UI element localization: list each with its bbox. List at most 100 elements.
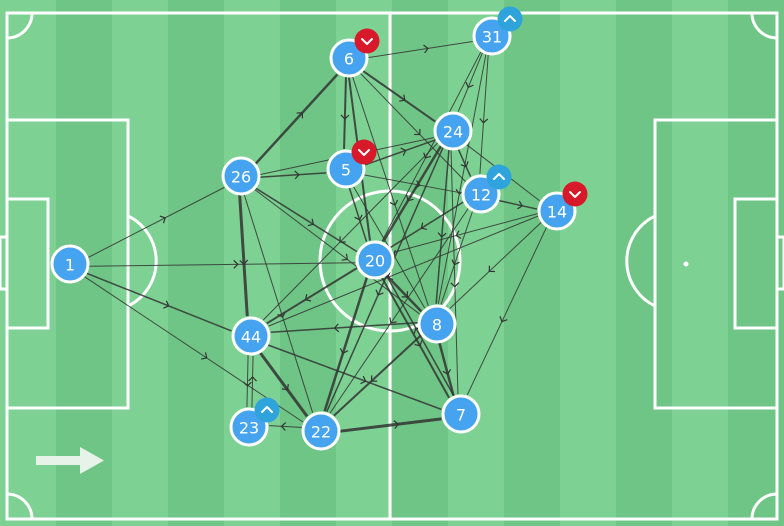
player-number: 1: [65, 256, 75, 275]
player-circle: [221, 156, 261, 196]
player-node-12[interactable]: 12: [461, 164, 512, 214]
player-number: 31: [482, 28, 502, 47]
pass-arrow-20-to-7: [414, 340, 423, 347]
corner-arc-top-left: [6, 12, 34, 40]
player-node-44[interactable]: 44: [231, 316, 271, 356]
player-number: 8: [432, 316, 442, 335]
pass-arrow-14-to-20: [455, 230, 462, 239]
player-number: 20: [365, 252, 385, 271]
player-node-23[interactable]: 23: [229, 397, 280, 447]
player-node-5[interactable]: 5: [326, 139, 377, 189]
pass-line-20-to-44: [266, 266, 359, 325]
player-nodes: 1 6 31 24 26 5 12 14 20 8 44 23 22 7: [50, 6, 588, 451]
pass-arrow-26-to-5: [294, 170, 300, 180]
pass-line-1-to-26: [86, 186, 225, 259]
player-node-31[interactable]: 31: [472, 6, 523, 56]
pass-line-6-to-31: [367, 41, 473, 59]
pass-line-6-to-24: [361, 69, 436, 123]
pass-arrow-24-to-7: [450, 282, 460, 288]
corner-arc-bottom-left: [6, 492, 34, 520]
player-node-7[interactable]: 7: [441, 394, 481, 434]
pitch-stripe: [224, 0, 281, 526]
player-number: 23: [239, 419, 259, 438]
pass-arrow-8-to-44: [333, 323, 340, 333]
pass-lines: [83, 41, 548, 433]
left-goal: [0, 235, 9, 291]
pass-line-24-to-12: [457, 148, 472, 178]
player-node-24[interactable]: 24: [433, 111, 473, 151]
pitch-stripe: [672, 0, 729, 526]
pass-arrow-14-to-8: [488, 265, 495, 273]
pass-line-7-to-20: [386, 275, 456, 398]
pass-arrow-6-to-8: [389, 199, 399, 206]
right-penalty-spot: [683, 261, 689, 267]
left-penalty-arc: [127, 214, 158, 308]
pass-line-20-to-7: [380, 276, 450, 399]
pass-line-23-to-44: [251, 356, 254, 410]
pass-arrow-1-to-26: [159, 215, 166, 224]
pass-arrow-26-to-8: [341, 253, 348, 261]
pass-arrow-44-to-22: [281, 384, 289, 391]
pass-arrow-31-to-24: [465, 81, 474, 89]
pass-line-6-to-5: [343, 75, 348, 149]
pass-line-1-to-20: [88, 262, 356, 267]
pass-line-24-to-7: [450, 149, 459, 395]
player-number: 44: [241, 328, 261, 347]
pass-line-26-to-44: [238, 194, 249, 317]
pass-arrow-26-to-20: [307, 218, 315, 227]
substituted-off-icon: [351, 139, 377, 165]
player-node-6[interactable]: 6: [329, 28, 380, 78]
pass-line-14-to-7: [466, 225, 548, 396]
player-number: 14: [547, 203, 567, 222]
pass-arrow-12-to-14: [517, 200, 524, 210]
player-node-20[interactable]: 20: [355, 240, 395, 280]
corner-arc-bottom-right: [750, 492, 778, 520]
pass-arrow-22-to-23: [280, 422, 287, 431]
pass-arrow-20-to-22: [339, 348, 349, 355]
player-node-1[interactable]: 1: [50, 244, 90, 284]
pass-line-24-to-20: [382, 144, 443, 243]
pass-arrow-14-to-7: [499, 316, 508, 323]
substituted-off-icon: [562, 181, 588, 207]
pass-arrow-24-to-44: [339, 236, 346, 243]
pass-arrow-12-to-22: [389, 317, 397, 324]
pass-line-26-to-5: [259, 172, 327, 179]
pass-line-14-to-20: [393, 212, 540, 253]
player-circle: [301, 411, 341, 451]
pitch-stripe: [560, 0, 617, 526]
pass-arrow-1-to-44: [163, 300, 170, 309]
player-node-22[interactable]: 22: [301, 411, 341, 451]
substituted-on-icon: [486, 164, 512, 190]
pass-line-44-to-7: [266, 343, 442, 411]
player-number: 6: [344, 50, 354, 69]
pass-arrow-26-to-6: [296, 112, 304, 119]
pass-line-22-to-7: [338, 417, 442, 433]
player-circle: [50, 244, 90, 284]
pass-line-24-to-8: [435, 148, 450, 304]
pass-arrow-12-to-20: [420, 222, 428, 231]
player-node-8[interactable]: 8: [417, 304, 457, 344]
substituted-on-icon: [254, 397, 280, 423]
corner-arc-top-right: [750, 12, 778, 40]
pass-arrow-6-to-5: [340, 114, 350, 120]
pass-arrow-5-to-24: [400, 147, 407, 156]
player-number: 22: [311, 423, 331, 442]
pass-line-14-to-8: [449, 221, 543, 309]
pitch-stripe: [112, 0, 169, 526]
pass-line-5-to-24: [363, 139, 436, 167]
player-number: 24: [443, 123, 463, 142]
pass-arrow-24-to-22: [375, 289, 384, 296]
pitch-stripe: [728, 0, 784, 526]
pass-arrow-26-to-44: [239, 259, 249, 266]
pass-arrow-6-to-12: [414, 128, 421, 136]
pass-line-14-to-44: [268, 215, 540, 327]
pass-line-31-to-8: [437, 53, 487, 304]
player-node-26[interactable]: 26: [221, 156, 261, 196]
player-node-14[interactable]: 14: [537, 181, 588, 231]
pass-line-8-to-44: [270, 321, 419, 333]
pass-arrow-8-to-7: [442, 368, 452, 375]
pitch-stripe: [616, 0, 673, 526]
player-number: 26: [231, 168, 251, 187]
pass-arrow-1-to-20: [233, 259, 239, 269]
